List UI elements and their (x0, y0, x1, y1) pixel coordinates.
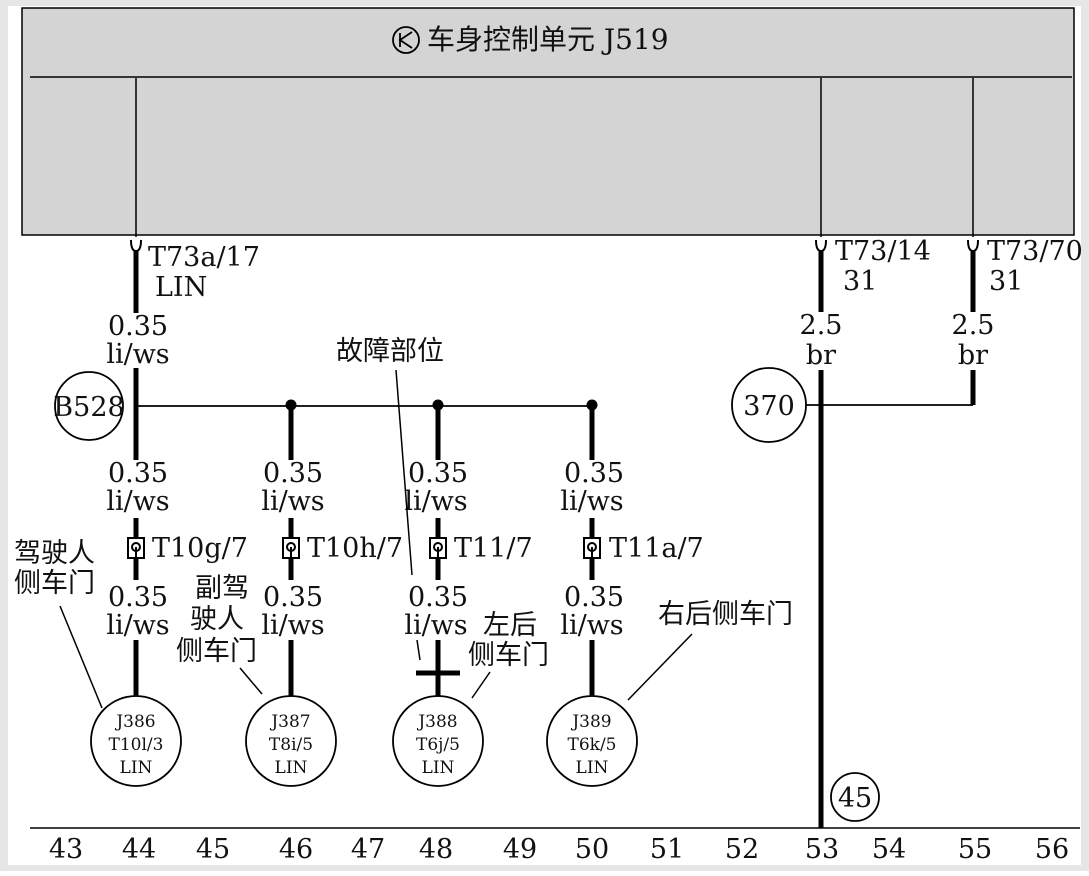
door-module-bus: LIN (275, 758, 308, 778)
wire-color-label: li/ws (404, 610, 467, 641)
door-label: 侧车门 (14, 568, 95, 599)
door-module-id: J387 (269, 712, 310, 732)
wire-color-label: li/ws (261, 486, 324, 517)
door-label: 右后侧车门 (658, 599, 793, 630)
wire-color-label: li/ws (106, 610, 169, 641)
door-module-circle (546, 695, 638, 787)
door-module-pin: T10l/3 (109, 735, 164, 755)
grid-number: 50 (575, 834, 609, 865)
wire-gauge-label: 0.35 (263, 458, 323, 489)
door-label: 左后 (483, 610, 537, 641)
wire-gauge-label: 0.35 (564, 458, 624, 489)
door-label: 副驾 (195, 573, 249, 604)
connector-icon (583, 537, 601, 559)
wire-color-label: li/ws (106, 486, 169, 517)
leader-line (627, 633, 693, 701)
signal-label: 31 (843, 266, 877, 297)
wire-gauge-label: 0.35 (408, 582, 468, 613)
grid-number: 44 (122, 834, 156, 865)
wire-color-label: br (958, 340, 988, 371)
door-module-id: J386 (114, 712, 155, 732)
grid-number: 45 (196, 834, 230, 865)
connector-icon (429, 537, 447, 559)
grid-number: 46 (279, 834, 313, 865)
door-module-pin: T6k/5 (568, 735, 617, 755)
connector-icon (282, 537, 300, 559)
grid-number: 55 (958, 834, 992, 865)
branch-j386: 0.35 li/ws T10g/7 0.35 li/ws J386 T10l/3… (14, 458, 248, 787)
connector-label: T73/70 (987, 236, 1083, 267)
grid-number: 54 (872, 834, 906, 865)
signal-label: LIN (155, 272, 207, 303)
wire-gauge-label: 0.35 (108, 582, 168, 613)
grid-number: 56 (1035, 834, 1069, 865)
door-module-bus: LIN (120, 758, 153, 778)
connector-label: T73a/17 (148, 242, 260, 273)
grid-number: 51 (650, 834, 684, 865)
branch-j388: 0.35 li/ws T11/7 0.35 li/ws J388 T6j/5 L… (392, 458, 549, 787)
door-module-pin: T6j/5 (416, 735, 460, 755)
control-unit-panel (21, 7, 1075, 236)
wire-gauge-label: 0.35 (263, 582, 323, 613)
control-unit-title: 车身控制单元 J519 (427, 23, 669, 56)
grid-number: 53 (805, 834, 839, 865)
door-module-bus: LIN (422, 758, 455, 778)
door-module-circle (90, 695, 182, 787)
fault-leader-line (395, 369, 413, 576)
leader-line (471, 671, 491, 699)
connector-label: T10h/7 (307, 533, 403, 564)
connector-label: T10g/7 (152, 533, 248, 564)
leader-line (239, 667, 263, 695)
wire-gauge-label: 0.35 (408, 458, 468, 489)
door-module-circle (245, 695, 337, 787)
branch-j387: 0.35 li/ws T10h/7 0.35 li/ws J387 T8i/5 … (176, 458, 403, 787)
leader-line (59, 605, 103, 709)
node-45-circle (830, 772, 880, 822)
wire-gauge-label: 2.5 (800, 310, 843, 341)
grid-numbers: 43 44 45 46 47 48 49 50 51 52 53 54 55 56 (49, 834, 1069, 865)
node-45-label: 45 (838, 783, 872, 814)
node-370-circle (731, 367, 807, 443)
wire-gauge-label: 2.5 (952, 310, 995, 341)
wire-gauge-label: 0.35 (108, 311, 168, 342)
connector-label: T11/7 (454, 533, 533, 564)
grid-number: 43 (49, 834, 83, 865)
door-module-pin: T8i/5 (269, 735, 313, 755)
node-b528-label: B528 (53, 392, 124, 423)
fault-leader-line (416, 639, 421, 661)
node-370-label: 370 (743, 391, 795, 422)
fault-location-label: 故障部位 (336, 336, 444, 367)
grid-number: 52 (725, 834, 759, 865)
grid-number: 48 (419, 834, 453, 865)
grid-number: 49 (503, 834, 537, 865)
wire-gauge-label: 0.35 (108, 458, 168, 489)
grid-number: 47 (351, 834, 385, 865)
signal-label: 31 (989, 266, 1023, 297)
door-label: 侧车门 (176, 636, 257, 667)
door-module-id: J389 (570, 712, 611, 732)
wire-color-label: li/ws (404, 486, 467, 517)
connector-icon (127, 537, 145, 559)
wire-color-label: li/ws (261, 610, 324, 641)
wire-color-label: br (806, 340, 836, 371)
door-module-id: J388 (416, 712, 457, 732)
door-label: 侧车门 (468, 640, 549, 671)
control-unit-symbol-icon (392, 26, 420, 54)
door-module-circle (392, 695, 484, 787)
door-label: 驶人 (190, 604, 244, 635)
wire-gauge-label: 0.35 (564, 582, 624, 613)
branch-j389: 0.35 li/ws T11a/7 0.35 li/ws J389 T6k/5 … (546, 458, 793, 787)
door-label: 驾驶人 (14, 538, 95, 569)
connector-label: T11a/7 (609, 533, 704, 564)
door-module-bus: LIN (576, 758, 609, 778)
wire-color-label: li/ws (560, 486, 623, 517)
connector-label: T73/14 (835, 236, 931, 267)
wire-color-label: li/ws (560, 610, 623, 641)
node-b528-circle (54, 371, 124, 441)
wire-color-label: li/ws (106, 339, 169, 370)
